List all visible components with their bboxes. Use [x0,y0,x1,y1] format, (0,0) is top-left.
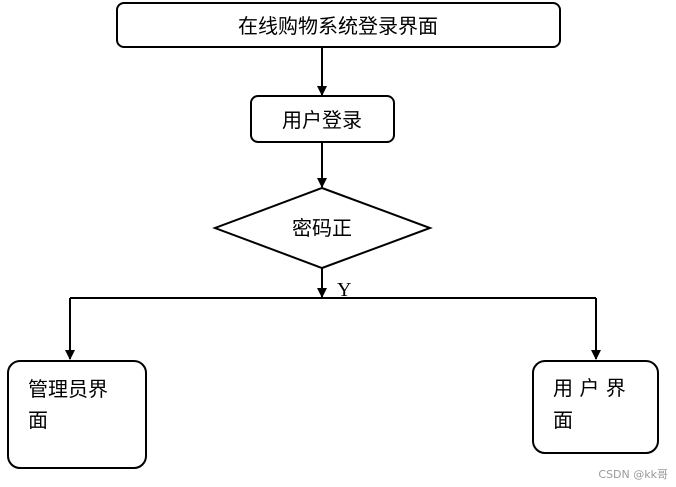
admin-interface-label-line1: 管理员界 [28,377,108,401]
admin-interface-label-line2: 面 [28,408,48,432]
csdn-watermark: CSDN @kk哥 [598,468,668,481]
password-check-decision: 密码正 [212,186,433,270]
admin-interface-node: 管理员界 面 [7,360,147,469]
system-login-label: 在线购物系统登录界面 [238,14,438,38]
user-login-label: 用户登录 [282,108,362,132]
user-login-node: 用户登录 [250,95,395,143]
password-check-label: 密码正 [292,216,352,240]
user-interface-label-line1: 用 户 界 [553,376,626,400]
user-interface-label-line2: 面 [553,408,573,432]
branch-yes-label: Y [337,279,351,301]
system-login-node: 在线购物系统登录界面 [116,2,561,48]
user-interface-node: 用 户 界 面 [532,360,659,454]
